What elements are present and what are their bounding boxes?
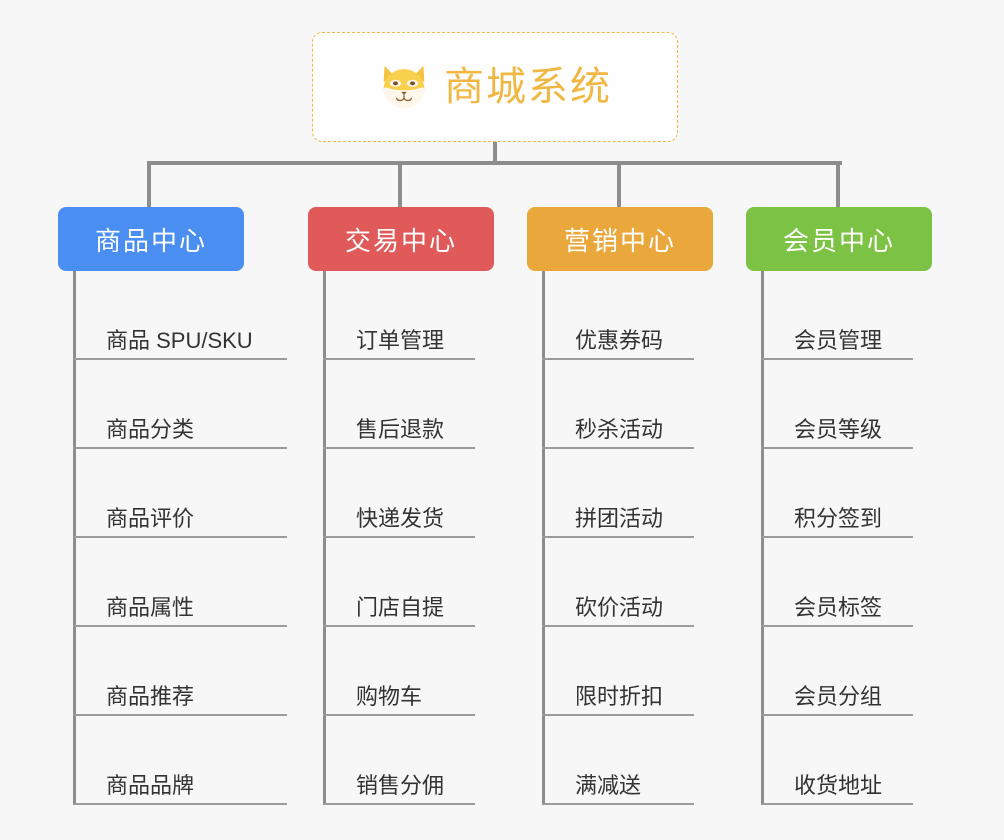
connector-drop-2 (617, 161, 621, 209)
branch-header-trade-center[interactable]: 交易中心 (308, 207, 494, 271)
shiba-dog-icon (383, 65, 425, 109)
root-node[interactable]: 商城系统 (312, 32, 678, 142)
leaf-item[interactable]: 拼团活动 (542, 449, 694, 538)
leaf-item[interactable]: 商品 SPU/SKU (73, 271, 287, 360)
leaf-item[interactable]: 商品分类 (73, 360, 287, 449)
leaf-item[interactable]: 秒杀活动 (542, 360, 694, 449)
branch-trunk-line (761, 271, 764, 805)
leaf-item[interactable]: 商品品牌 (73, 716, 287, 805)
branch-trunk-line (73, 271, 76, 805)
branch-column-product-center: 商品中心 商品 SPU/SKU 商品分类 商品评价 商品属性 商品推荐 商品品牌 (58, 207, 287, 805)
connector-drop-3 (836, 161, 840, 209)
leaf-item[interactable]: 商品属性 (73, 538, 287, 627)
branch-column-member-center: 会员中心 会员管理 会员等级 积分签到 会员标签 会员分组 收货地址 (746, 207, 932, 805)
leaf-item[interactable]: 门店自提 (323, 538, 475, 627)
branch-column-marketing-center: 营销中心 优惠券码 秒杀活动 拼团活动 砍价活动 限时折扣 满减送 (527, 207, 713, 805)
branch-header-member-center[interactable]: 会员中心 (746, 207, 932, 271)
branch-trunk-line (542, 271, 545, 805)
branch-header-label: 商品中心 (94, 225, 207, 256)
leaf-item[interactable]: 会员管理 (761, 271, 913, 360)
leaf-item[interactable]: 售后退款 (323, 360, 475, 449)
connector-root-stem (493, 142, 497, 164)
leaf-item[interactable]: 积分签到 (761, 449, 913, 538)
leaf-item[interactable]: 订单管理 (323, 271, 475, 360)
branch-trunk-line (323, 271, 326, 805)
leaf-item[interactable]: 销售分佣 (323, 716, 475, 805)
leaf-item[interactable]: 商品评价 (73, 449, 287, 538)
leaf-item[interactable]: 满减送 (542, 716, 694, 805)
branch-header-label: 交易中心 (344, 225, 457, 256)
branch-body: 商品 SPU/SKU 商品分类 商品评价 商品属性 商品推荐 商品品牌 (58, 271, 287, 805)
leaf-list: 优惠券码 秒杀活动 拼团活动 砍价活动 限时折扣 满减送 (542, 271, 694, 805)
leaf-item[interactable]: 商品推荐 (73, 627, 287, 716)
branch-header-marketing-center[interactable]: 营销中心 (527, 207, 713, 271)
leaf-item[interactable]: 收货地址 (761, 716, 913, 805)
leaf-item[interactable]: 会员分组 (761, 627, 913, 716)
leaf-item[interactable]: 购物车 (323, 627, 475, 716)
root-title: 商城系统 (444, 65, 612, 109)
branch-body: 订单管理 售后退款 快递发货 门店自提 购物车 销售分佣 (308, 271, 494, 805)
leaf-list: 商品 SPU/SKU 商品分类 商品评价 商品属性 商品推荐 商品品牌 (73, 271, 287, 805)
leaf-list: 订单管理 售后退款 快递发货 门店自提 购物车 销售分佣 (323, 271, 475, 805)
leaf-item[interactable]: 优惠券码 (542, 271, 694, 360)
leaf-item[interactable]: 会员等级 (761, 360, 913, 449)
connector-drop-1 (398, 161, 402, 209)
leaf-item[interactable]: 快递发货 (323, 449, 475, 538)
connector-drop-0 (147, 161, 151, 209)
branch-column-trade-center: 交易中心 订单管理 售后退款 快递发货 门店自提 购物车 销售分佣 (308, 207, 494, 805)
connector-horizontal-bus (149, 161, 842, 165)
leaf-list: 会员管理 会员等级 积分签到 会员标签 会员分组 收货地址 (761, 271, 913, 805)
leaf-item[interactable]: 砍价活动 (542, 538, 694, 627)
leaf-item[interactable]: 会员标签 (761, 538, 913, 627)
branch-header-label: 会员中心 (782, 225, 895, 256)
branch-body: 会员管理 会员等级 积分签到 会员标签 会员分组 收货地址 (746, 271, 932, 805)
branch-header-label: 营销中心 (563, 225, 676, 256)
branch-header-product-center[interactable]: 商品中心 (58, 207, 244, 271)
branch-body: 优惠券码 秒杀活动 拼团活动 砍价活动 限时折扣 满减送 (527, 271, 713, 805)
leaf-item[interactable]: 限时折扣 (542, 627, 694, 716)
